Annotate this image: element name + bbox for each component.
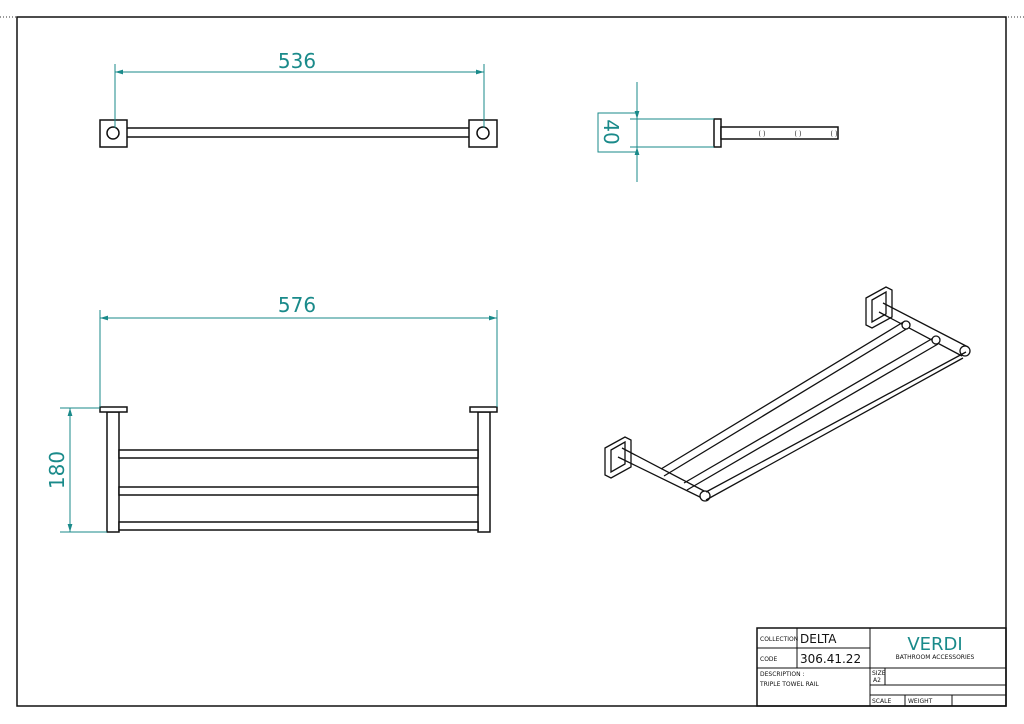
dim-180: 180 [45, 451, 69, 489]
dim-40: 40 [599, 119, 623, 144]
dimension-side-depth [597, 82, 714, 182]
dimension-top-length [114, 64, 485, 128]
front-view [99, 406, 498, 533]
description-label: DESCRIPTION : [760, 671, 805, 678]
size-value: A2 [873, 677, 881, 684]
weight-label: WEIGHT [908, 698, 933, 705]
brand-logo: VERDI [907, 634, 962, 655]
dimension-front [60, 310, 498, 533]
drawing-frame [16, 16, 1007, 707]
code-value: 306.41.22 [800, 652, 861, 666]
top-view [99, 119, 498, 148]
scale-label: SCALE [872, 698, 891, 705]
isometric-view [604, 286, 971, 502]
svg-text:( ): ( ) [795, 130, 802, 138]
collection-value: DELTA [800, 632, 837, 646]
svg-text:( ): ( ) [831, 130, 838, 138]
dim-536: 536 [278, 49, 316, 73]
collection-label: COLLECTION [760, 636, 798, 643]
dim-576: 576 [278, 293, 316, 317]
side-view: ( ) ( ) ( ) [713, 118, 839, 148]
size-label: SIZE [872, 670, 886, 677]
brand-subtitle: BATHROOM ACCESSORIES [896, 654, 975, 661]
svg-text:( ): ( ) [759, 130, 766, 138]
code-label: CODE [760, 656, 778, 663]
title-block [756, 627, 1007, 707]
description-value: TRIPLE TOWEL RAIL [759, 681, 819, 688]
